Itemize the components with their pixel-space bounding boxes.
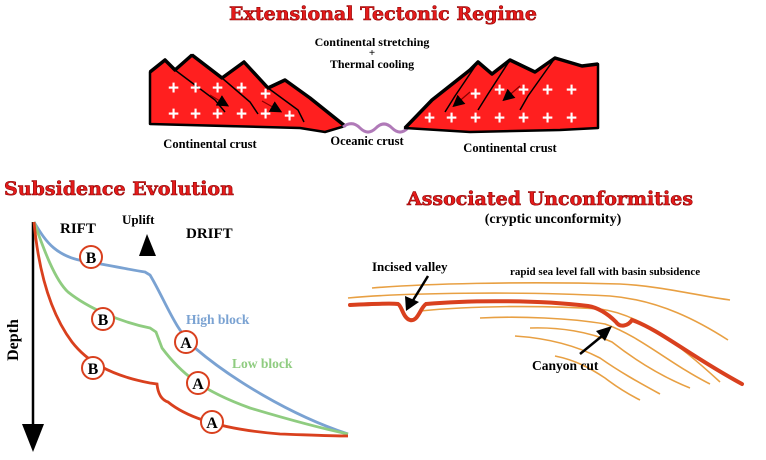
- unconformities-title: Associated Unconformities: [406, 188, 693, 210]
- subsidence-title: Subsidence Evolution: [4, 178, 234, 200]
- svg-text:+: +: [260, 84, 271, 105]
- svg-text:A: A: [206, 415, 218, 432]
- marker-a-high: A: [174, 330, 198, 354]
- sea-level-label: rapid sea level fall with basin subsiden…: [510, 266, 700, 278]
- left-continental-block: +++++ ++++++: [148, 53, 347, 134]
- incised-valley-pointer: [410, 275, 430, 303]
- svg-text:+: +: [518, 108, 529, 129]
- svg-text:+: +: [470, 108, 481, 129]
- rift-drift-curve: [32, 221, 349, 438]
- svg-text:+: +: [168, 78, 179, 99]
- svg-text:+: +: [470, 84, 481, 105]
- svg-text:+: +: [284, 106, 295, 127]
- low-block-label: Low block: [232, 356, 293, 371]
- marker-a-low: A: [186, 371, 210, 395]
- canyon-cut-pointer: [579, 335, 603, 355]
- process-plus: +: [369, 47, 375, 59]
- incised-valley-label: Incised valley: [372, 259, 448, 274]
- process-line-2: Thermal cooling: [330, 57, 414, 71]
- svg-text:+: +: [168, 104, 179, 125]
- depth-arrow-icon: [22, 424, 44, 452]
- svg-text:+: +: [260, 104, 271, 125]
- svg-text:+: +: [542, 108, 553, 129]
- svg-text:+: +: [212, 104, 223, 125]
- oceanic-crust-label: Oceanic crust: [330, 134, 404, 148]
- svg-text:+: +: [518, 80, 529, 101]
- svg-text:+: +: [212, 78, 223, 99]
- right-continental-block: + + + + + + + + + + + +: [403, 56, 600, 134]
- svg-text:+: +: [236, 78, 247, 99]
- incised-valley-arrow-icon: [405, 296, 419, 311]
- svg-text:+: +: [190, 78, 201, 99]
- canyon-cut-arrow-icon: [596, 326, 612, 341]
- svg-text:+: +: [566, 108, 577, 129]
- svg-text:+: +: [190, 104, 201, 125]
- right-crust-label: Continental crust: [463, 141, 557, 155]
- high-block-label: High block: [186, 312, 250, 327]
- svg-text:B: B: [88, 361, 99, 378]
- unconformities-subtitle: (cryptic unconformity): [485, 212, 622, 227]
- drift-label: DRIFT: [186, 226, 233, 242]
- marker-b-rift: B: [81, 356, 105, 380]
- process-line-1: Continental stretching: [315, 35, 430, 49]
- depth-label: Depth: [5, 319, 22, 361]
- svg-text:+: +: [566, 80, 577, 101]
- low-block-curve: [32, 221, 349, 436]
- svg-text:A: A: [192, 376, 204, 393]
- svg-text:+: +: [446, 108, 457, 129]
- marker-b-high: B: [79, 245, 103, 269]
- unconformity-surface: [348, 299, 744, 386]
- uplift-arrow-icon: [139, 234, 156, 256]
- svg-text:+: +: [494, 80, 505, 101]
- oceanic-crust-line: [342, 122, 410, 134]
- svg-text:+: +: [424, 108, 435, 129]
- uplift-label: Uplift: [122, 212, 155, 227]
- high-block-curve: [32, 221, 349, 436]
- rift-label: RIFT: [60, 221, 96, 237]
- main-title: Extensional Tectonic Regime: [229, 3, 537, 25]
- marker-a-rift: A: [200, 410, 224, 434]
- marker-b-low: B: [91, 307, 115, 331]
- svg-text:+: +: [494, 108, 505, 129]
- canyon-cut-label: Canyon cut: [532, 358, 599, 373]
- left-crust-label: Continental crust: [163, 137, 257, 151]
- svg-text:+: +: [236, 104, 247, 125]
- svg-text:+: +: [542, 80, 553, 101]
- svg-text:B: B: [86, 250, 97, 267]
- svg-text:B: B: [98, 312, 109, 329]
- svg-text:A: A: [180, 335, 192, 352]
